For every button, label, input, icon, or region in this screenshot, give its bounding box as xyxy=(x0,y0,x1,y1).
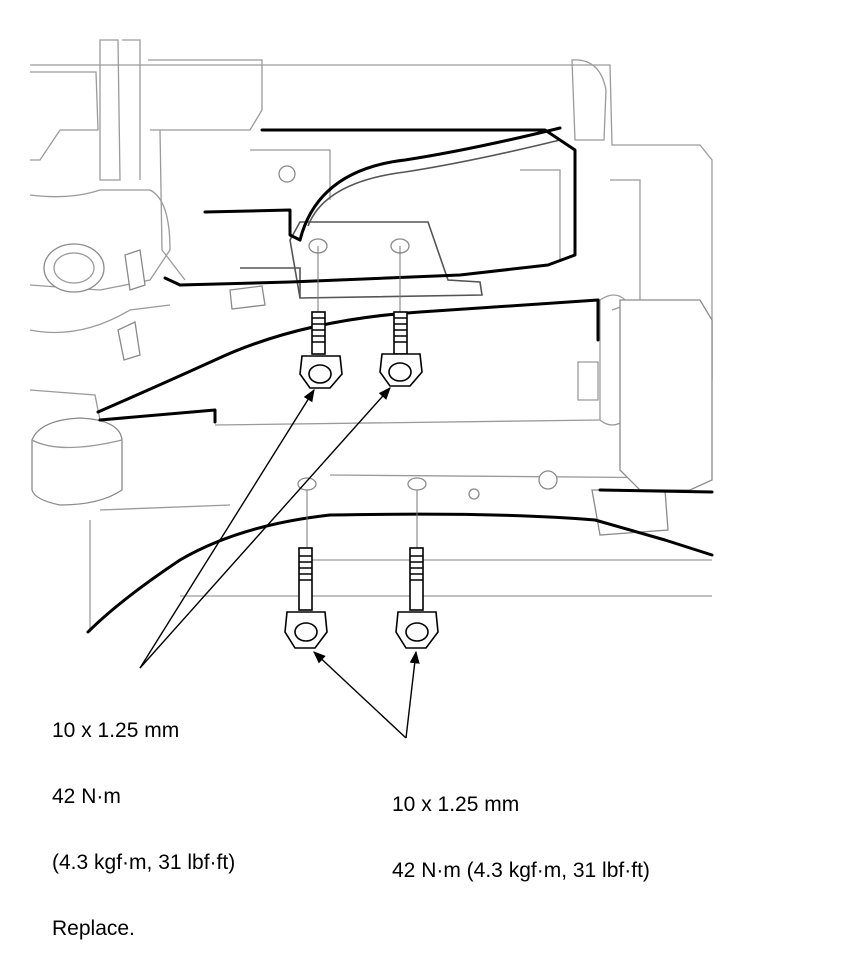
upper-bolt-right xyxy=(379,311,423,387)
hose xyxy=(298,126,562,242)
upper-bolt-note: Replace. xyxy=(52,917,135,940)
upper-bolt-left xyxy=(299,311,343,389)
lower-bolt-right xyxy=(395,547,439,649)
lower-bolt-callout: 10 x 1.25 mm 42 N·m (4.3 kgf·m, 31 lbf·f… xyxy=(392,750,650,904)
mount-bracket xyxy=(229,221,483,310)
lower-bolt-left xyxy=(284,547,328,649)
hose-inner xyxy=(307,139,561,227)
leader-lines xyxy=(139,387,420,739)
upper-bolt-torque: 42 N·m xyxy=(52,785,121,808)
bolt-center-lines xyxy=(297,246,427,548)
upper-bolt-callout: 10 x 1.25 mm 42 N·m (4.3 kgf·m, 31 lbf·f… xyxy=(52,676,235,962)
upper-bolt-size: 10 x 1.25 mm xyxy=(52,719,180,742)
lower-bolt-size: 10 x 1.25 mm xyxy=(392,793,520,816)
upper-bolt-torque-alt: (4.3 kgf·m, 31 lbf·ft) xyxy=(52,851,236,874)
lower-bolt-torque: 42 N·m (4.3 kgf·m, 31 lbf·ft) xyxy=(392,859,650,882)
